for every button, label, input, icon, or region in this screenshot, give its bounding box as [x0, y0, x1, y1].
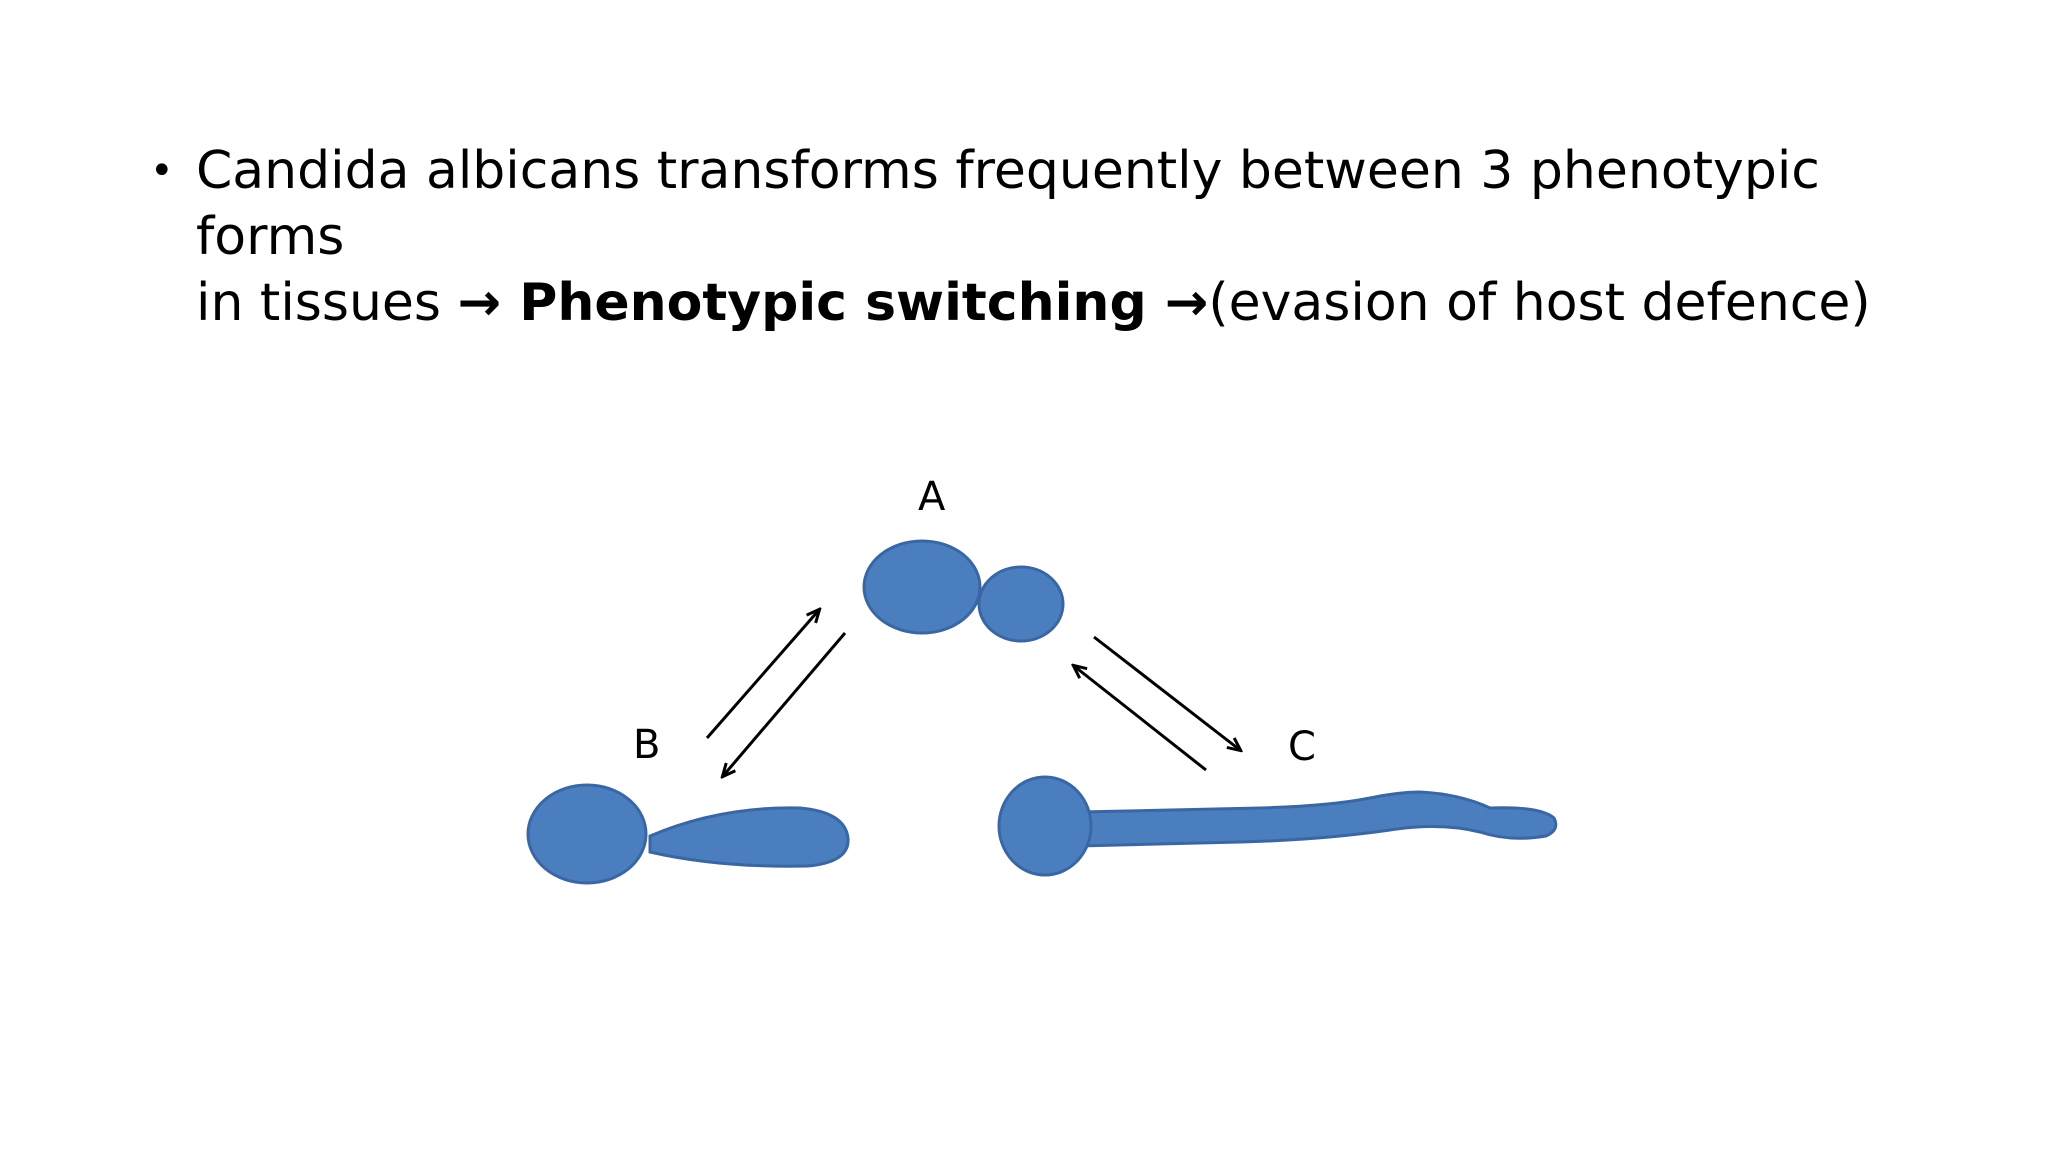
- bullet-body: Candida albicans transforms frequently b…: [196, 138, 1950, 336]
- label-b: B: [633, 722, 660, 768]
- phenotypic-switching-term: Phenotypic switching: [501, 273, 1165, 333]
- bullet-line-1: Candida albicans transforms frequently b…: [196, 141, 1820, 267]
- arrow-right-icon: →: [457, 273, 502, 333]
- bullet-line-2-suffix: (evasion of host defence): [1208, 273, 1871, 333]
- label-a: A: [918, 474, 946, 520]
- form-a-yeast-cell: [862, 539, 1065, 643]
- bullet-dot-icon: •: [150, 148, 174, 194]
- bullet-text-block: • Candida albicans transforms frequently…: [150, 138, 1950, 336]
- bullet-row: • Candida albicans transforms frequently…: [150, 138, 1950, 336]
- arrow-a-to-c-icon: [1093, 635, 1240, 750]
- arrow-a-to-b-icon: [723, 632, 847, 776]
- arrow-c-to-a-icon: [1074, 666, 1207, 772]
- label-c: C: [1288, 724, 1316, 770]
- bullet-line-2-prefix: in tissues: [196, 273, 458, 333]
- arrow-b-to-a-icon: [705, 610, 819, 739]
- form-b-pseudohyphae-cell: [526, 783, 850, 885]
- form-c-hyphae-cell: [997, 775, 1558, 877]
- arrow-right-icon: →: [1164, 273, 1209, 333]
